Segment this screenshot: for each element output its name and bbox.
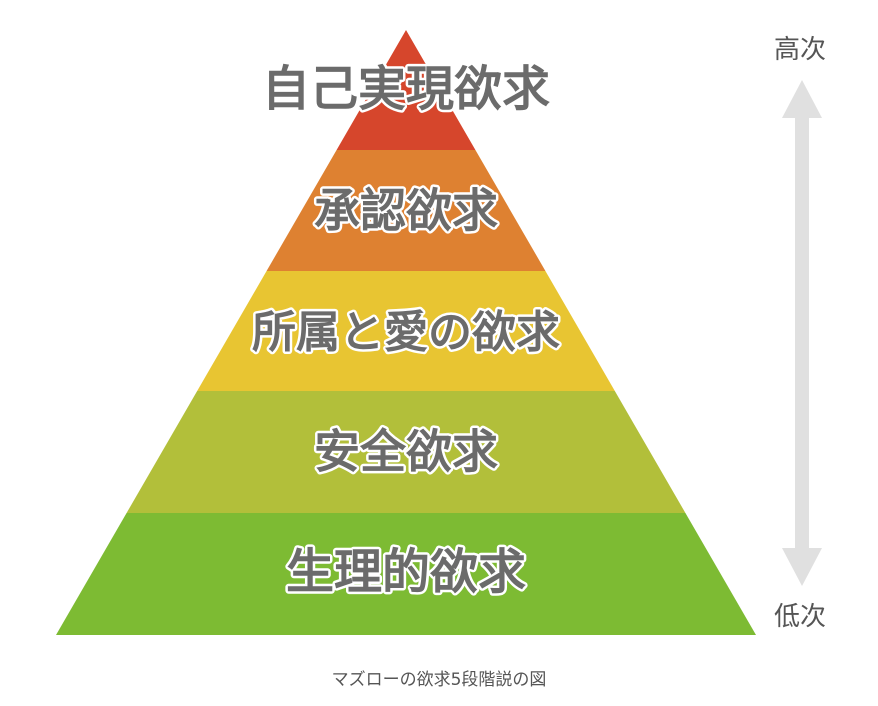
- pyramid-band-3: [197, 271, 615, 391]
- pyramid-band-4: [266, 150, 546, 271]
- pyramid-band-5: [336, 30, 476, 150]
- pyramid-band-2: [126, 391, 686, 513]
- pyramid-label-4: 承認欲求: [314, 184, 498, 238]
- figure-caption: マズローの欲求5段階説の図: [331, 670, 547, 690]
- double-arrow-icon: [782, 80, 822, 586]
- pyramid-label-1: 生理的欲求: [286, 544, 526, 600]
- pyramid-label-3: 所属と愛の欲求: [252, 307, 560, 358]
- pyramid-label-5: 自己実現欲求: [262, 61, 550, 117]
- axis-top-label: 高次: [774, 35, 826, 65]
- pyramid-band-1: [56, 513, 756, 635]
- pyramid-label-2: 安全欲求: [314, 425, 498, 479]
- axis-bottom-label: 低次: [774, 602, 826, 632]
- level-axis: 高次 低次: [774, 35, 826, 632]
